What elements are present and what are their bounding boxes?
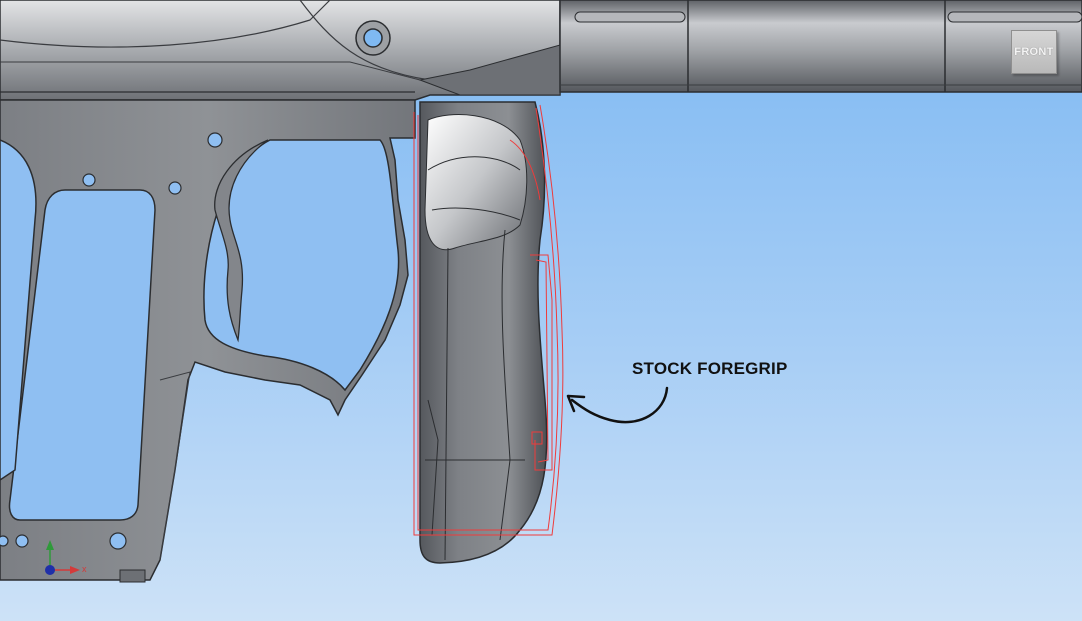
axis-triad: [45, 540, 80, 575]
frame-hole: [168, 181, 182, 195]
frame-hole: [207, 132, 223, 148]
foregrip-top-highlight: [424, 114, 528, 251]
overlay-outline: [413, 104, 564, 536]
receiver-curve: [0, 0, 331, 48]
annotation-arrow: [570, 386, 669, 424]
view-cube-label: FRONT: [1014, 46, 1054, 58]
receiver-sweep: [299, 0, 561, 81]
view-cube-front[interactable]: FRONT: [1011, 30, 1057, 74]
frame-foot: [119, 569, 146, 583]
receiver-body: [0, 0, 561, 101]
frame-hole: [109, 532, 127, 550]
frame-hole: [0, 535, 9, 547]
trigger-blade: [214, 139, 269, 343]
annotation-label: STOCK FOREGRIP: [632, 359, 788, 378]
frame-hole: [82, 173, 96, 187]
grip-frame-cutout: [8, 189, 156, 521]
triad-x-label: x: [82, 564, 87, 574]
frame-hole: [15, 534, 29, 548]
